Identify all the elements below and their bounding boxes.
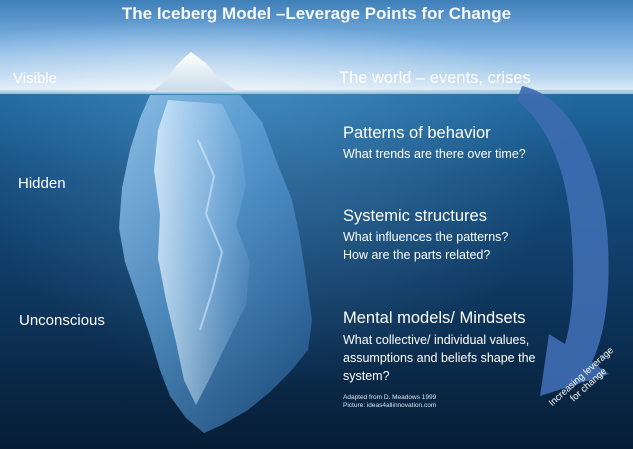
patterns-question: What trends are there over time? xyxy=(343,147,526,161)
credit-source: Adapted from D. Meadows 1999 xyxy=(343,394,437,401)
iceberg-tip xyxy=(152,52,238,92)
structures-heading: Systemic structures xyxy=(343,207,487,225)
mental-models-line-1: What collective/ individual values, xyxy=(343,333,530,347)
mental-models-line-2: assumptions and beliefs shape the xyxy=(343,351,536,365)
level-label-unconscious: Unconscious xyxy=(19,312,105,329)
iceberg-highlight xyxy=(154,100,250,405)
patterns-heading: Patterns of behavior xyxy=(343,124,491,142)
level-label-hidden: Hidden xyxy=(18,175,66,192)
credit-picture: Picture: ideas4allinnovation.com xyxy=(343,402,437,409)
events-heading: The world – events, crises xyxy=(339,69,531,87)
water-surface xyxy=(0,91,633,94)
diagram-title: The Iceberg Model –Leverage Points for C… xyxy=(121,4,512,23)
iceberg-facet xyxy=(197,139,224,331)
structures-question-1: What influences the patterns? xyxy=(343,230,509,244)
level-label-visible: Visible xyxy=(13,70,57,87)
structures-question-2: How are the parts related? xyxy=(343,248,491,262)
mental-models-heading: Mental models/ Mindsets xyxy=(343,309,526,327)
leverage-arrow-shape xyxy=(517,86,609,396)
mental-models-line-3: system? xyxy=(343,369,390,383)
